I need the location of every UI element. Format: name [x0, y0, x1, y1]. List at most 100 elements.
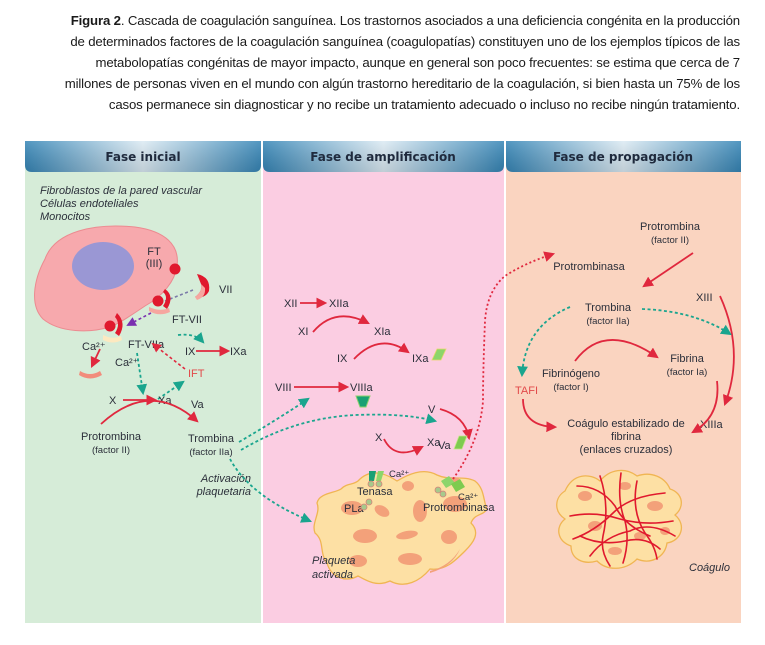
ixa-receptor-shape	[431, 348, 447, 361]
platelet-granules	[341, 477, 467, 573]
label-trombina: Trombina	[188, 433, 235, 445]
label-protrombina-prop: Protrombina	[640, 221, 701, 233]
phase-amplification-header: Fase de amplificación	[263, 141, 504, 172]
label-va: Va	[191, 399, 205, 411]
va-receptor-shape	[453, 435, 468, 450]
arrow-ix-to-ixa	[353, 342, 410, 360]
tissue-factor-receptor	[169, 263, 181, 275]
cell-type-monocytes: Monocitos	[40, 211, 91, 223]
label-fibrina-sub: (factor Ia)	[667, 367, 708, 378]
label-coagulo-est-1: Coágulo estabilizado de	[567, 418, 684, 430]
cell-nucleus	[72, 242, 134, 290]
label-v: V	[428, 404, 436, 416]
label-x: X	[109, 395, 117, 407]
label-protrombina: Protrombina	[81, 431, 142, 443]
label-ca-2: Ca²⁺	[115, 357, 139, 369]
phase-initial-title: Fase inicial	[105, 150, 180, 164]
arrow-fibrina-to-coagulo	[691, 380, 719, 434]
label-plaquetaria: plaquetaria	[196, 486, 251, 498]
label-trombina-prop: Trombina	[585, 302, 632, 314]
label-xa: Xa	[427, 437, 441, 449]
arrow-protrombina-to-trombina	[100, 399, 199, 425]
label-activada: activada	[312, 569, 353, 581]
phase-propagation-header: Fase de propagación	[506, 141, 741, 172]
label-ft: FT	[147, 246, 161, 258]
label-ft-iii: (III)	[146, 258, 163, 270]
protrombinasa-xa-shape	[451, 479, 465, 492]
label-protrombinasa-ca: Ca²⁺	[458, 492, 478, 503]
label-protrombina-prop-sub: (factor II)	[651, 235, 689, 246]
label-viiia: VIIIa	[350, 382, 374, 394]
arrow-protrombina-to-trombina	[642, 252, 694, 288]
label-va: Va	[438, 440, 452, 452]
label-xiii: XIII	[696, 292, 713, 304]
label-ixa: IXa	[412, 353, 429, 365]
arrow-fibrinogeno-to-fibrina	[574, 339, 659, 362]
arrow-trombina-to-viii	[238, 397, 310, 443]
label-fibrina: Fibrina	[670, 353, 705, 365]
arrow-ft-viia-to-xa	[136, 352, 148, 396]
arrow-trombina-to-v	[240, 413, 438, 451]
label-protrombina-sub: (factor II)	[92, 445, 130, 456]
label-coagulo: Coágulo	[689, 562, 730, 574]
label-ix: IX	[185, 346, 196, 358]
label-coagulo-est-3: (enlaces cruzados)	[580, 444, 673, 456]
protrombinasa-va-shape	[441, 476, 455, 488]
label-protrombinasa-prop: Protrombinasa	[553, 261, 625, 273]
arrow-ft-viia-to-ix	[177, 331, 205, 344]
arrow-trombina-to-tafi	[517, 306, 571, 378]
phase-initial-panel	[25, 141, 262, 623]
label-pla: PLa	[344, 503, 364, 515]
label-fibrinogeno: Fibrinógeno	[542, 368, 600, 380]
label-xia: XIa	[374, 326, 391, 338]
label-fibrinogeno-sub: (factor I)	[553, 382, 588, 393]
arrow-xiii-to-xiiia	[719, 295, 735, 407]
arrow-trombina-to-platelet	[229, 458, 312, 523]
label-tafi: TAFI	[515, 385, 538, 397]
label-plaqueta: Plaqueta	[312, 555, 355, 567]
label-activacion: Activación	[200, 473, 251, 485]
tenasa-viiia-shape	[369, 471, 376, 481]
label-trombina-prop-sub: (factor IIa)	[586, 316, 629, 327]
coagulation-cascade-diagram: Fase inicial Fase de amplificación Fase …	[25, 141, 741, 623]
tenasa-ixa-shape	[376, 471, 384, 481]
figure-label: Figura 2	[70, 13, 121, 28]
label-vii: VII	[219, 284, 232, 296]
label-x: X	[375, 432, 383, 444]
ft-vii-complex	[152, 295, 164, 307]
label-xi: XI	[298, 326, 308, 338]
label-xii: XII	[284, 298, 297, 310]
phospholipid-shape	[360, 503, 368, 511]
arrow-ift-inhibits-ft-viia	[151, 342, 186, 370]
label-ix: IX	[337, 353, 348, 365]
label-tenasa-ca: Ca²⁺	[389, 469, 409, 480]
viiia-receptor-shape	[355, 395, 371, 408]
label-protrombinasa-amp: Protrombinasa	[423, 502, 495, 514]
label-viii: VIII	[275, 382, 292, 394]
cell-type-endothelial: Células endoteliales	[40, 198, 139, 210]
arrow-trombina-to-xiii	[641, 308, 732, 336]
phase-propagation-title: Fase de propagación	[553, 150, 693, 164]
arrow-xi-to-xia	[312, 314, 370, 333]
label-xiia: XIIa	[329, 298, 349, 310]
label-ixa: IXa	[230, 346, 247, 358]
label-ft-vii: FT-VII	[172, 314, 202, 326]
fibrin-clot	[556, 469, 683, 569]
cell-type-fibroblasts: Fibroblastos de la pared vascular	[40, 185, 203, 197]
figure-caption-text: . Cascada de coagulación sanguínea. Los …	[64, 13, 740, 112]
label-ift: IFT	[188, 368, 205, 380]
label-ft-viia: FT-VIIa	[128, 339, 165, 351]
label-ca-1: Ca²⁺	[82, 341, 106, 353]
label-tenasa: Tenasa	[357, 486, 393, 498]
ft-viia-complex	[104, 320, 116, 332]
label-coagulo-est-2: fibrina	[611, 431, 642, 443]
calcium-shape	[79, 371, 102, 379]
phase-initial-header: Fase inicial	[25, 141, 261, 172]
arrow-x-to-xa	[383, 438, 424, 456]
arrow-tafi-to-coagulo	[522, 398, 558, 433]
arrow-ft-vii-to-ft-viia	[126, 312, 152, 326]
phase-amplification-title: Fase de amplificación	[310, 150, 456, 164]
arrow-protrombinasa-to-propagation	[452, 251, 556, 480]
arrow-ca	[90, 348, 101, 368]
arrow-v-to-va	[439, 408, 473, 441]
